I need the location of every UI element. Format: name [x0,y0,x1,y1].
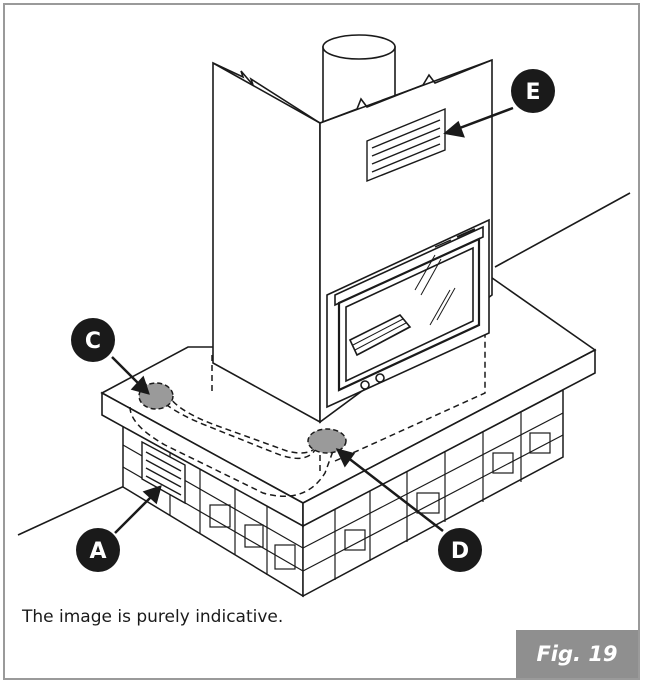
callout-a: A [76,528,120,572]
vent-a-grille [141,440,186,505]
callout-arrows [111,106,514,534]
figure-caption: The image is purely indicative. [22,607,284,627]
fireplace-installation-diagram: C A D E [17,34,631,598]
vent-e-grille [366,107,446,183]
callout-d: D [438,528,482,572]
air-duct-path [129,335,486,497]
svg-text:D: D [451,539,469,564]
figure-number: Fig. 19 [536,642,618,666]
figure-frame: C A D E The image is purely indicative. … [3,3,640,680]
floor-lines [17,192,631,536]
fireplace-insert [326,218,490,409]
svg-text:C: C [85,329,101,354]
svg-text:A: A [89,539,106,564]
figure-number-badge: Fig. 19 [516,630,638,678]
svg-text:E: E [525,80,540,105]
vent-d-opening [307,428,347,454]
callout-c: C [71,318,115,362]
callout-e: E [511,69,555,113]
chimney-hood [212,34,493,424]
